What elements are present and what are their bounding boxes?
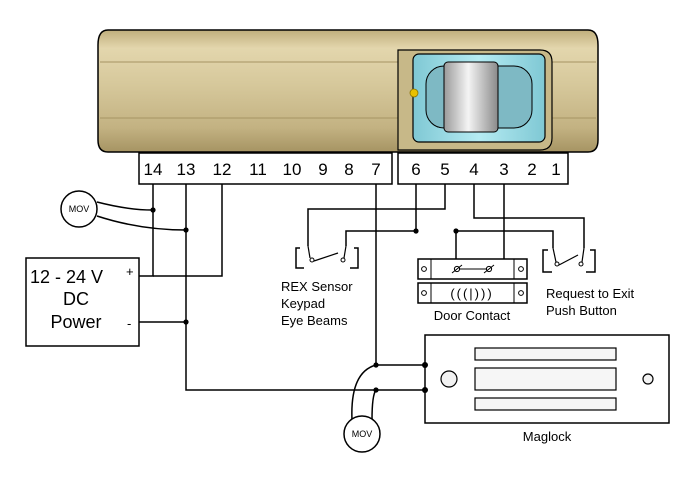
terminal-12: 12 bbox=[213, 160, 232, 179]
terminal-5: 5 bbox=[440, 160, 449, 179]
door-contact-label: Door Contact bbox=[434, 308, 511, 323]
terminal-13: 13 bbox=[177, 160, 196, 179]
terminal-7: 7 bbox=[371, 160, 380, 179]
power-dc-label: DC bbox=[63, 289, 89, 309]
led-indicator-icon bbox=[409, 88, 419, 98]
rex-label-1: REX Sensor bbox=[281, 279, 353, 294]
power-minus-label: - bbox=[127, 316, 131, 331]
sensor-window-panel bbox=[397, 49, 553, 151]
dc-power-supply: 12 - 24 V + DC Power - bbox=[25, 257, 140, 347]
rex-sensor-switch: REX Sensor Keypad Eye Beams bbox=[281, 184, 446, 328]
door-contact-coil: (((|))) bbox=[450, 286, 493, 301]
terminal-2: 2 bbox=[527, 160, 536, 179]
terminal-4: 4 bbox=[469, 160, 478, 179]
mov-top-label: MOV bbox=[69, 204, 90, 214]
terminal-10: 10 bbox=[283, 160, 302, 179]
terminal-block-right bbox=[397, 152, 569, 185]
wiring-left bbox=[96, 184, 425, 393]
mov-top: MOV bbox=[60, 190, 98, 228]
maglock: Maglock bbox=[422, 334, 670, 444]
mov-bottom: MOV bbox=[343, 364, 381, 453]
terminal-8: 8 bbox=[344, 160, 353, 179]
terminal-6: 6 bbox=[411, 160, 420, 179]
terminal-9: 9 bbox=[318, 160, 327, 179]
power-plus-label: + bbox=[126, 264, 134, 279]
rte-label-1: Request to Exit bbox=[546, 286, 635, 301]
terminal-11: 11 bbox=[249, 160, 267, 179]
terminal-block-left bbox=[138, 152, 393, 185]
rex-label-3: Eye Beams bbox=[281, 313, 348, 328]
rte-label-2: Push Button bbox=[546, 303, 617, 318]
terminal-1: 1 bbox=[551, 160, 560, 179]
maglock-label: Maglock bbox=[523, 429, 572, 444]
power-voltage-label: 12 - 24 V bbox=[30, 267, 103, 287]
terminal-14: 14 bbox=[144, 160, 163, 179]
door-contact: (((|))) Door Contact bbox=[417, 184, 528, 323]
rex-label-2: Keypad bbox=[281, 296, 325, 311]
request-to-exit-button: Request to Exit Push Button bbox=[453, 184, 635, 318]
mov-bottom-label: MOV bbox=[352, 429, 373, 439]
power-label: Power bbox=[50, 312, 101, 332]
sensor-housing bbox=[97, 29, 599, 153]
terminal-3: 3 bbox=[499, 160, 508, 179]
terminal-labels: 14 13 12 11 10 9 8 7 6 5 4 3 2 1 bbox=[144, 160, 561, 179]
